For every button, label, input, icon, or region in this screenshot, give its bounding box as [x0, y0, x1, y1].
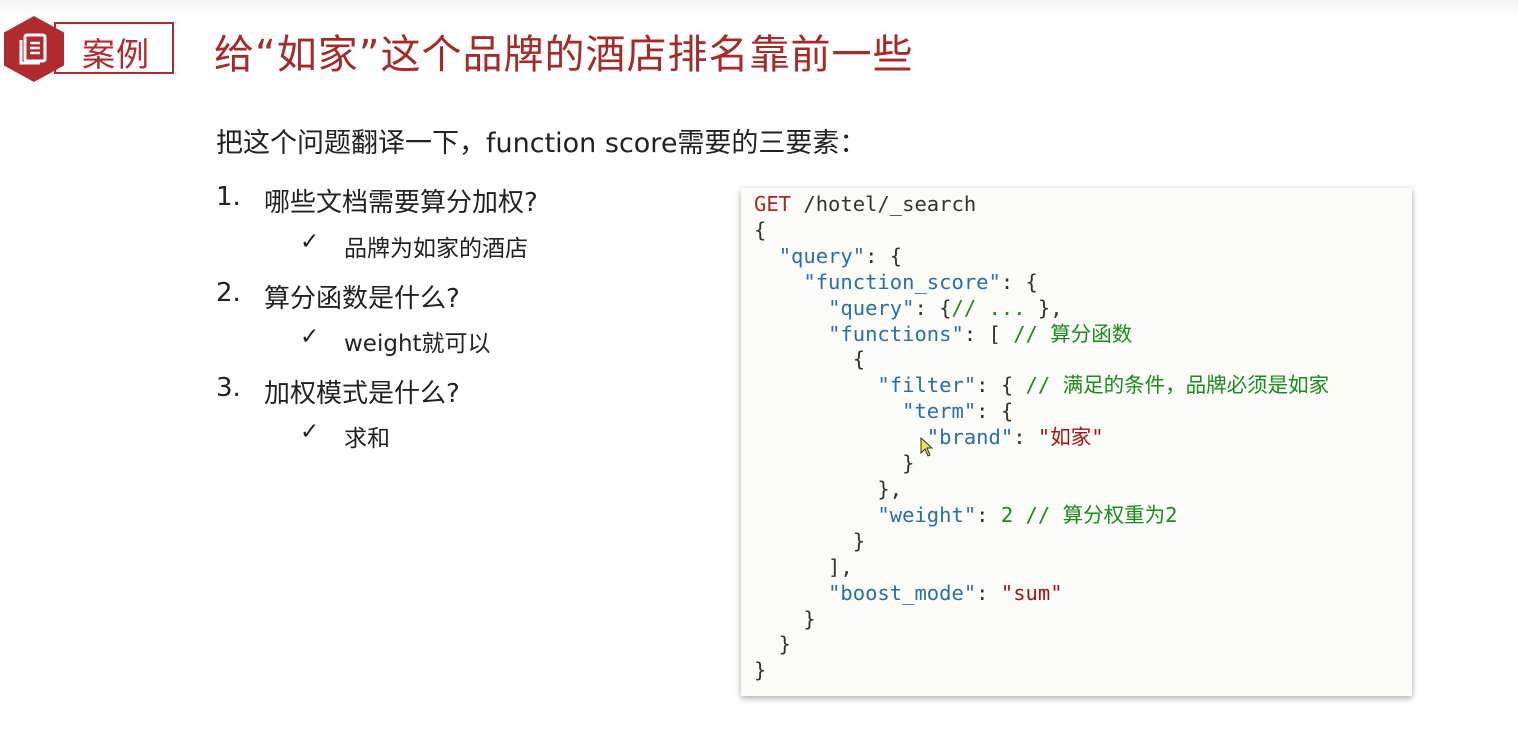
list-number: 2.	[216, 278, 241, 308]
comment-weight: // 算分权重为2	[1025, 502, 1178, 527]
key-inner-query: "query"	[828, 295, 915, 320]
request-path: /hotel/_search	[791, 192, 977, 216]
slide-title: 给“如家”这个品牌的酒店排名靠前一些	[214, 32, 914, 78]
list-number: 3.	[216, 373, 241, 403]
key-weight: "weight"	[877, 502, 977, 527]
mouse-cursor-icon	[920, 437, 934, 457]
check-answer: weight就可以	[344, 331, 491, 357]
list-question: 加权模式是什么?	[264, 379, 460, 409]
badge-label: 案例	[82, 35, 150, 74]
key-boost-mode: "boost_mode"	[828, 580, 977, 605]
case-badge: 案例	[4, 16, 176, 82]
http-method: GET	[754, 192, 792, 216]
code-text: GET /hotel/_search { "query": { "functio…	[754, 192, 1330, 683]
key-brand: "brand"	[926, 425, 1014, 450]
code-block[interactable]: GET /hotel/_search { "query": { "functio…	[741, 188, 1412, 696]
list-number: 1.	[216, 182, 241, 212]
brace: {	[754, 217, 767, 242]
comment-functions: // 算分函数	[1013, 321, 1133, 346]
brace: }	[754, 658, 767, 683]
badge-frame	[54, 22, 174, 74]
comment-filter: // 满足的条件，品牌必须是如家	[1025, 373, 1330, 398]
key-term: "term"	[902, 399, 977, 424]
key-function-score: "function_score"	[803, 269, 1001, 294]
check-answer: 求和	[344, 426, 390, 452]
intro-text: 把这个问题翻译一下，function score需要的三要素：	[216, 128, 867, 159]
check-icon: ✓	[300, 229, 320, 255]
key-filter: "filter"	[877, 373, 977, 398]
list-question: 哪些文档需要算分加权?	[264, 188, 538, 218]
check-icon: ✓	[300, 324, 320, 350]
top-shade	[0, 0, 1518, 18]
key-functions: "functions"	[828, 321, 964, 346]
value-brand: "如家"	[1037, 425, 1104, 450]
document-icon	[19, 33, 47, 65]
key-query: "query"	[778, 243, 866, 268]
check-icon: ✓	[300, 419, 320, 445]
value-weight: 2	[1000, 502, 1014, 527]
list-question: 算分函数是什么?	[264, 284, 460, 314]
comment-inner-query: // ...	[951, 295, 1038, 320]
value-boost-mode: "sum"	[1000, 580, 1063, 605]
check-answer: 品牌为如家的酒店	[344, 236, 528, 262]
